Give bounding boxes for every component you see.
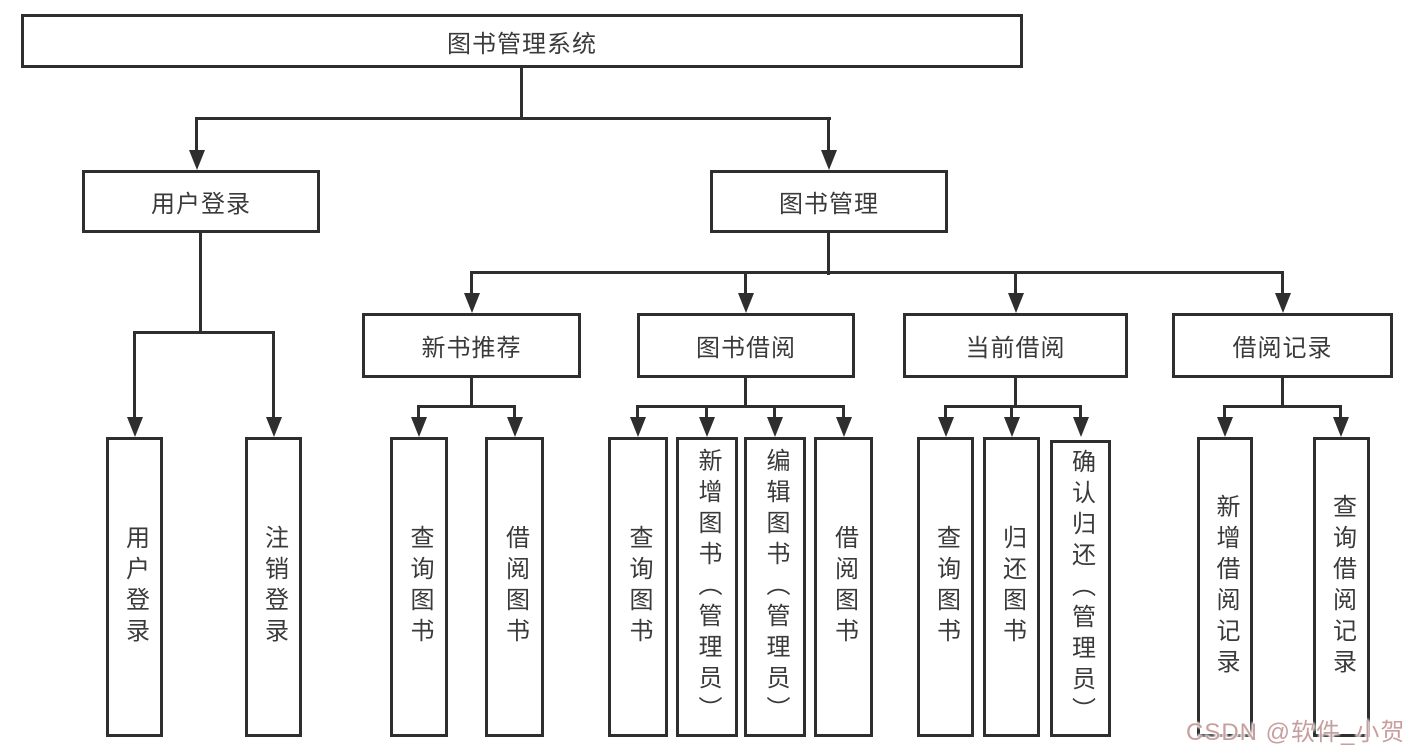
leaf-label: 新增借阅记录: [1212, 494, 1239, 680]
connector-line: [1339, 405, 1342, 421]
leaf-label: 编辑图书（管理员）: [762, 447, 789, 727]
node-current-borrow: 当前借阅: [903, 313, 1128, 378]
connector-line: [1223, 405, 1226, 421]
arrow-down-icon: [821, 150, 837, 170]
connector-line: [195, 117, 831, 120]
leaf-bb-add-books-admin: 新增图书（管理员）: [676, 437, 738, 737]
connector-line: [520, 68, 523, 119]
leaf-label: 用户登录: [121, 525, 149, 649]
arrow-down-icon: [1008, 293, 1024, 313]
arrow-down-icon: [464, 293, 480, 313]
arrow-down-icon: [411, 417, 427, 437]
arrow-down-icon: [630, 417, 646, 437]
connector-line: [195, 117, 198, 154]
arrow-down-icon: [1073, 417, 1089, 437]
arrow-down-icon: [836, 417, 852, 437]
connector-line: [1014, 271, 1017, 297]
arrow-down-icon: [767, 417, 783, 437]
arrow-down-icon: [738, 293, 754, 313]
connector-line: [636, 405, 845, 408]
connector-line: [513, 405, 516, 421]
arrow-down-icon: [1217, 417, 1233, 437]
connector-line: [744, 271, 747, 297]
leaf-br-query-record: 查询借阅记录: [1313, 437, 1370, 737]
connector-line: [705, 405, 708, 421]
connector-line: [1223, 405, 1342, 408]
connector-line: [1010, 405, 1013, 421]
leaf-label: 借阅图书: [501, 525, 529, 649]
leaf-cb-return-books: 归还图书: [983, 437, 1040, 737]
arrow-down-icon: [189, 150, 205, 170]
connector-line: [272, 331, 275, 420]
leaf-label: 注销登录: [260, 525, 288, 649]
connector-line: [773, 405, 776, 421]
node-borrow-records: 借阅记录: [1172, 313, 1393, 378]
leaf-user-login: 用户登录: [106, 437, 163, 737]
leaf-label: 新增图书（管理员）: [694, 447, 721, 727]
leaf-label: 借阅图书: [830, 525, 858, 649]
node-user-login: 用户登录: [82, 170, 320, 233]
leaf-cb-query-books: 查询图书: [917, 437, 974, 737]
arrow-down-icon: [507, 417, 523, 437]
connector-line: [417, 405, 516, 408]
connector-line: [636, 405, 639, 421]
leaf-bb-borrow-books: 借阅图书: [814, 437, 873, 737]
node-book-management: 图书管理: [710, 170, 948, 233]
connector-line: [827, 233, 830, 275]
node-new-book-recommend: 新书推荐: [362, 313, 581, 378]
leaf-label: 归还图书: [998, 525, 1026, 649]
arrow-down-icon: [938, 417, 954, 437]
leaf-label: 查询图书: [625, 525, 652, 649]
connector-line: [470, 271, 1284, 274]
connector-line: [842, 405, 845, 421]
leaf-logout: 注销登录: [245, 437, 302, 737]
arrow-down-icon: [127, 417, 143, 437]
arrow-down-icon: [1004, 417, 1020, 437]
leaf-label: 确认归还（管理员）: [1067, 449, 1095, 728]
leaf-br-add-record: 新增借阅记录: [1197, 437, 1253, 737]
leaf-bb-query-books: 查询图书: [608, 437, 668, 737]
connector-line: [199, 233, 202, 334]
connector-line: [944, 405, 1082, 408]
connector-line: [827, 117, 830, 154]
leaf-label: 查询图书: [932, 525, 960, 649]
connector-line: [470, 271, 473, 297]
watermark: CSDN @软件_小贺同学: [1186, 719, 1405, 746]
arrow-down-icon: [699, 417, 715, 437]
leaf-nb-query-books: 查询图书: [390, 437, 448, 737]
connector-line: [133, 331, 136, 420]
leaf-cb-confirm-return-admin: 确认归还（管理员）: [1050, 440, 1111, 737]
connector-line: [1281, 271, 1284, 297]
node-root: 图书管理系统: [21, 14, 1023, 68]
connector-line: [1014, 378, 1017, 408]
leaf-label: 查询借阅记录: [1328, 494, 1356, 680]
connector-line: [417, 405, 420, 421]
arrow-down-icon: [266, 417, 282, 437]
connector-line: [470, 378, 473, 408]
arrow-down-icon: [1275, 293, 1291, 313]
connector-line: [133, 331, 274, 334]
connector-line: [1079, 405, 1082, 421]
leaf-nb-borrow-books: 借阅图书: [485, 437, 544, 737]
arrow-down-icon: [1333, 417, 1349, 437]
leaf-bb-edit-books-admin: 编辑图书（管理员）: [744, 437, 806, 737]
connector-line: [944, 405, 947, 421]
connector-line: [744, 378, 747, 408]
connector-line: [1281, 378, 1284, 408]
leaf-label: 查询图书: [406, 525, 433, 649]
node-book-borrow: 图书借阅: [637, 313, 855, 378]
